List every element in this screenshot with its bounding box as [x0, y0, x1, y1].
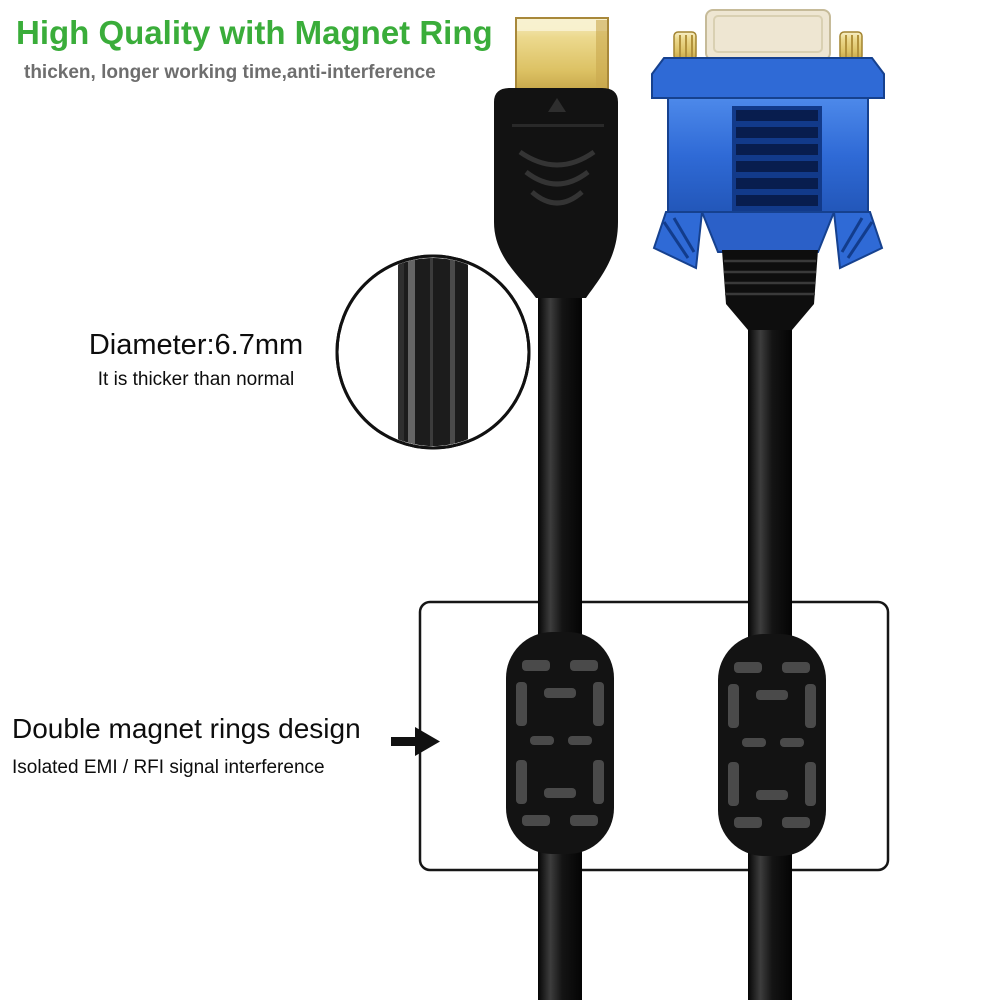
page-subtitle: thicken, longer working time,anti-interf… — [24, 62, 436, 83]
arrow-icon — [391, 727, 440, 756]
magnifier-circle — [335, 254, 531, 450]
diameter-title: Diameter:6.7mm — [88, 329, 304, 361]
ferrite-bead-right — [718, 634, 826, 856]
magnet-rings-title: Double magnet rings design — [12, 713, 361, 744]
diameter-callout: Diameter:6.7mm It is thicker than normal — [58, 329, 334, 391]
ferrite-bead-left — [506, 632, 614, 854]
magnet-rings-callout: Double magnet rings design Isolated EMI … — [12, 713, 361, 779]
vga-connector — [651, 9, 885, 330]
hdmi-connector — [494, 17, 618, 298]
vga-thumbscrew-right — [839, 31, 863, 61]
vga-thumbscrew-left — [673, 31, 697, 61]
diameter-subtitle: It is thicker than normal — [97, 368, 295, 390]
page-title: High Quality with Magnet Ring — [16, 14, 493, 51]
magnet-rings-subtitle: Isolated EMI / RFI signal interference — [12, 756, 325, 778]
